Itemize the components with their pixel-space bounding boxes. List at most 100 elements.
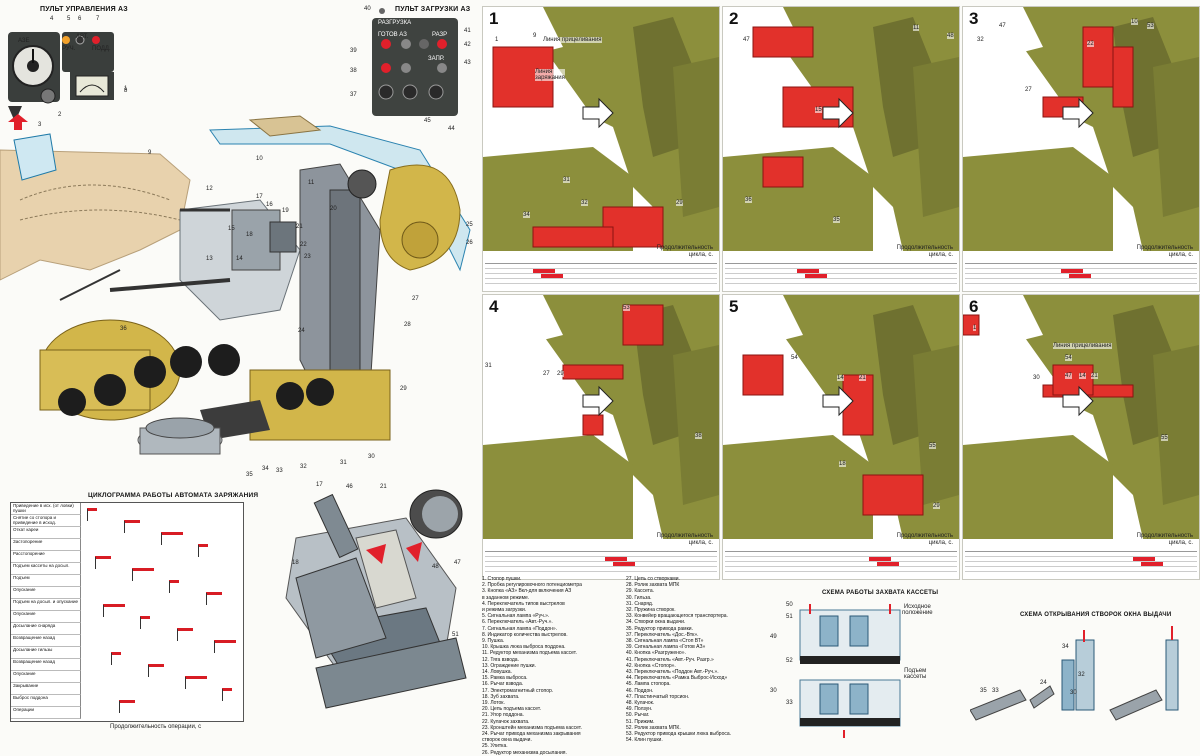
legend-item: 13. Ограждение пушки. [482, 662, 536, 669]
legend-item: 37. Переключатель «Дос.-Втк». [626, 631, 699, 638]
cyclogram-connector [119, 701, 120, 713]
step-callout: 21 [859, 375, 866, 381]
cp-label-ruch: РУЧ. [62, 46, 76, 52]
cyclogram-connector [87, 509, 88, 521]
legend-item: 22. Кулачок захвата. [482, 718, 530, 725]
cyclogram-bar [169, 579, 179, 583]
cyclogram-connector [111, 653, 112, 665]
callout-10: 10 [256, 156, 263, 162]
cyclogram-row: Откат кареи [11, 527, 81, 539]
callout-15: 15 [228, 226, 235, 232]
lp-label-razgruzka: РАЗГРУЗКА [378, 20, 412, 26]
callout-8: 8 [124, 88, 128, 94]
step-callout: 27 [543, 371, 550, 377]
legend-item: 40. Кнопка «Разгружено». [626, 650, 686, 657]
legend-item: 47. Пластинчатый торсион. [626, 693, 690, 700]
cyclogram-xaxis: Продолжительность операции, с [110, 724, 202, 730]
step-callout: 47 [1065, 373, 1072, 379]
legend-item: 35. Редуктор привода рамки. [626, 625, 693, 632]
step-callout: 10 [1131, 19, 1138, 25]
main-illustration: ПУЛЬТ УПРАВЛЕНИЯ АЗ АЗЕ АВТ. РУЧ. ПОДД. … [0, 0, 480, 743]
legend-item: 23. Кронштейн механизма подъема кассет. [482, 724, 582, 731]
step-callout: 15 [815, 107, 822, 113]
mini-cyclogram-row [965, 557, 1197, 562]
mini-cyclogram-bar [1061, 269, 1083, 273]
callout-1: 1 [124, 86, 128, 92]
callout-18: 18 [246, 232, 253, 238]
callout-2: 2 [58, 112, 62, 118]
legend-item: 30. Гильза. [626, 594, 652, 601]
motion-arrow-icon [822, 97, 854, 129]
legend-item: 54. Клин пушки. [626, 737, 663, 744]
legend-item: 8. Индикатор количества выстрелов. [482, 631, 568, 638]
cycle-duration-label: Продолжительность цикла, с. [656, 533, 713, 546]
callout-39: 39 [350, 48, 357, 54]
mini-cyclogram-bar [605, 557, 627, 561]
mini-cyclogram-row [725, 567, 957, 572]
cyclogram-row: Досылание снаряда [11, 623, 81, 635]
mini-cyclogram-bar [877, 562, 899, 566]
callout-42: 42 [464, 42, 471, 48]
cyclogram-connector [132, 569, 133, 581]
legend-item: 53. Редуктор привода крышки люка выброса… [626, 731, 732, 738]
lp-label-zapr: ЗАПР. [428, 56, 445, 62]
legend-item: 29. Кассета. [626, 588, 655, 595]
legend-item: 14. Ловушка. [482, 669, 512, 676]
step-artwork [723, 7, 959, 251]
step-callout: 29 [557, 371, 564, 377]
callout-19: 19 [282, 208, 289, 214]
legend-item: и режима загрузки. [482, 607, 527, 614]
cyclogram-row: Закрывание [11, 683, 81, 695]
legend-column-1: 1. Стопор пушки.2. Пробка регулировочног… [482, 576, 582, 756]
cutaway-callout-17: 17 [316, 482, 323, 488]
mini-cyclogram-row [965, 274, 1197, 279]
cutaway-callout-51: 51 [452, 632, 459, 638]
step-callout: 29 [933, 503, 940, 509]
cyclogram-connector [169, 581, 170, 593]
cyclogram-row: Подъем на досыл. и опускание [11, 599, 81, 611]
callout-23: 23 [304, 254, 311, 260]
mini-cyclogram [965, 263, 1197, 284]
legend-item: 52. Ролик захвата МПК. [626, 724, 681, 731]
step-callout: Линия заряжания [535, 69, 565, 81]
cyclogram-bar [119, 699, 135, 703]
step-callout: 47 [999, 23, 1006, 29]
mini-cyclogram-bar [1141, 562, 1163, 566]
cyclogram-bar [198, 543, 208, 547]
callout-20: 20 [330, 206, 337, 212]
cyclogram-bar [95, 555, 111, 559]
cyclogram-bar [111, 651, 121, 655]
cyclogram-connector [124, 521, 125, 533]
cycle-duration-label: Продолжительность цикла, с. [1136, 533, 1193, 546]
step-callout: 32 [581, 200, 588, 206]
mini-cyclogram-bar [1133, 557, 1155, 561]
legend-item: 16. Рычаг взвода. [482, 681, 524, 688]
legend-item: 19. Лоток. [482, 700, 505, 707]
cycle-duration-label: Продолжительность цикла, с. [896, 533, 953, 546]
step-artwork [963, 7, 1199, 251]
grab-callout-49: 49 [770, 634, 777, 640]
cp-label-aze: АЗЕ [18, 38, 30, 44]
step-artwork [483, 295, 719, 539]
cyclogram-connector [148, 665, 149, 677]
step-callout: 27 [1025, 87, 1032, 93]
legend-item: 24. Рычаг привода механизма закрывания [482, 731, 581, 738]
cp-label-avt: АВТ. [76, 34, 89, 40]
mini-cyclogram-row [485, 279, 717, 284]
mini-cyclogram-row [965, 567, 1197, 572]
cyclogram-connector [214, 641, 215, 653]
step-callout: 29 [676, 200, 683, 206]
legend-item: 20. Цепь подъема кассет. [482, 706, 542, 713]
callout-41: 41 [464, 28, 471, 34]
cycle-duration-label: Продолжительность цикла, с. [1136, 245, 1193, 258]
callout-3: 3 [38, 122, 42, 128]
grab-scheme-title: СХЕМА РАБОТЫ ЗАХВАТА КАССЕТЫ [822, 590, 939, 596]
door-callout-30: 30 [1070, 690, 1077, 696]
legend-item: 26. Редуктор механизма досылания. [482, 749, 567, 756]
legend-item: 45. Лампа стопора. [626, 681, 671, 688]
door-callout-34: 34 [1062, 644, 1069, 650]
mini-cyclogram [725, 551, 957, 572]
step-callout: 14 [1079, 373, 1086, 379]
